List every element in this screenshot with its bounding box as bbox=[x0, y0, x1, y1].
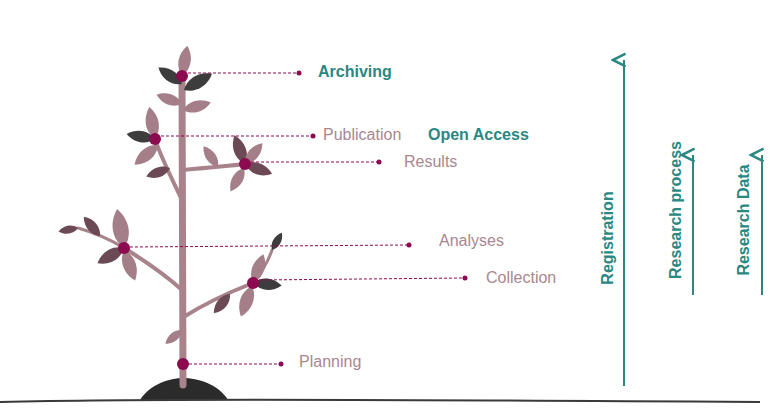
ground-line bbox=[0, 400, 760, 402]
stage-label: Publication bbox=[323, 125, 401, 144]
stage-label: Archiving bbox=[318, 62, 392, 81]
open-access-label: Open Access bbox=[428, 125, 529, 144]
leader-lines bbox=[130, 73, 464, 364]
axis-label: Registration bbox=[598, 191, 617, 284]
axis-label: Research Data bbox=[734, 164, 753, 275]
axis-label: Research process bbox=[666, 141, 685, 279]
stage-label: Planning bbox=[299, 352, 361, 371]
stage-dots bbox=[118, 70, 259, 370]
vertical-arrows bbox=[624, 60, 762, 386]
leaves bbox=[58, 45, 285, 347]
branches bbox=[78, 76, 272, 385]
stage-label: Analyses bbox=[439, 231, 504, 250]
leader-ends bbox=[279, 71, 468, 367]
stage-label: Results bbox=[404, 152, 457, 171]
stage-label: Collection bbox=[486, 268, 556, 287]
